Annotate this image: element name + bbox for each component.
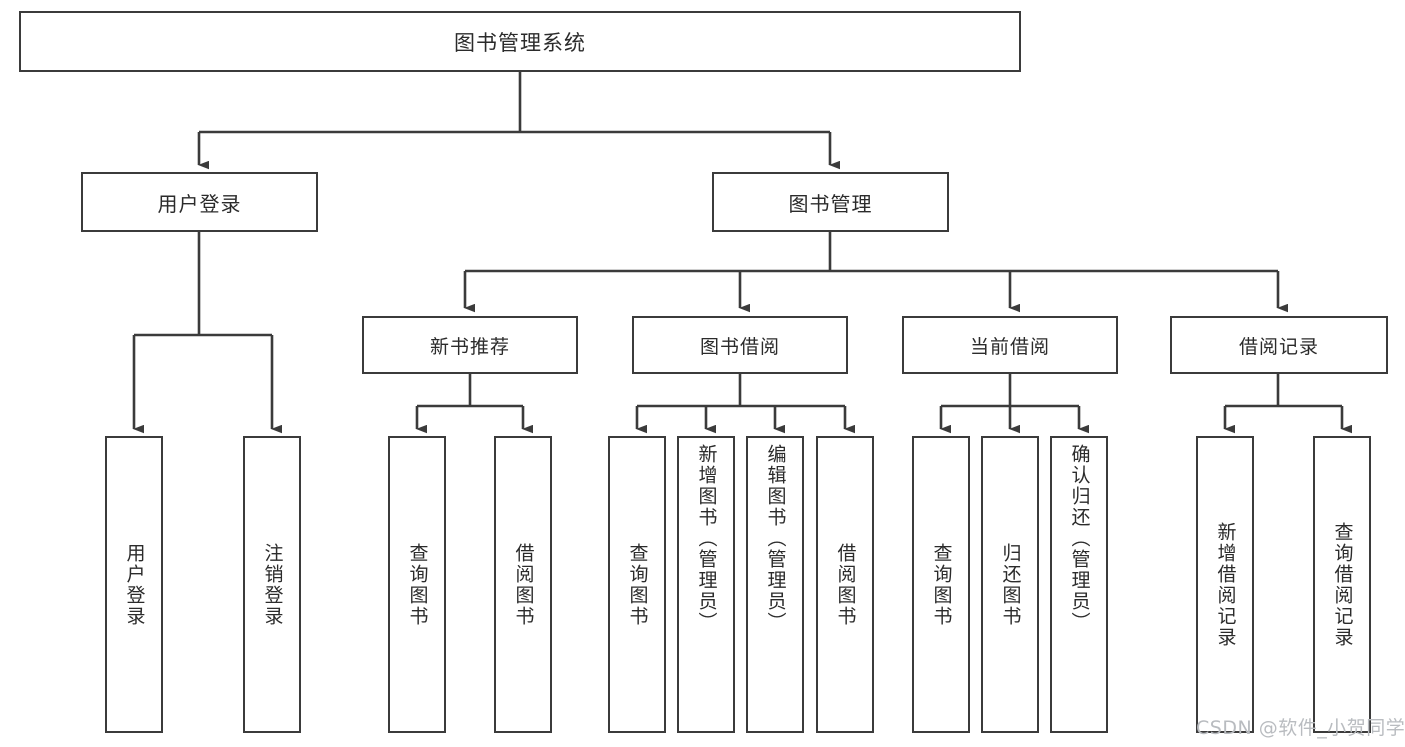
leaf-query-book-2-label: 查询图书: [626, 542, 649, 627]
leaf-return-book-label: 归还图书: [999, 542, 1022, 627]
leaf-add-book[interactable]: 新增图书（管理员）: [677, 436, 735, 733]
leaf-add-record[interactable]: 新增借阅记录: [1196, 436, 1254, 733]
leaf-edit-book[interactable]: 编辑图书（管理员）: [746, 436, 804, 733]
node-borrow-record[interactable]: 借阅记录: [1170, 316, 1388, 374]
leaf-logout-label: 注销登录: [261, 542, 284, 627]
node-current-borrow[interactable]: 当前借阅: [902, 316, 1118, 374]
node-new-book-rec-label: 新书推荐: [429, 335, 510, 358]
leaf-user-login[interactable]: 用户登录: [105, 436, 163, 733]
leaf-query-book-1[interactable]: 查询图书: [388, 436, 446, 733]
node-current-borrow-label: 当前借阅: [969, 335, 1050, 358]
node-root-system[interactable]: 图书管理系统: [19, 11, 1021, 72]
leaf-query-book-3-label: 查询图书: [930, 542, 953, 627]
leaf-confirm-return[interactable]: 确认归还（管理员）: [1050, 436, 1108, 733]
node-user-login[interactable]: 用户登录: [81, 172, 318, 232]
node-book-borrow-label: 图书借阅: [699, 335, 780, 358]
leaf-borrow-book-2-label: 借阅图书: [834, 542, 857, 627]
node-book-manage[interactable]: 图书管理: [712, 172, 949, 232]
leaf-add-record-label: 新增借阅记录: [1214, 521, 1237, 648]
leaf-query-book-1-label: 查询图书: [406, 542, 429, 627]
leaf-confirm-return-label: 确认归还（管理员）: [1068, 444, 1091, 633]
node-new-book-rec[interactable]: 新书推荐: [362, 316, 578, 374]
leaf-query-record[interactable]: 查询借阅记录: [1313, 436, 1371, 733]
leaf-borrow-book-1[interactable]: 借阅图书: [494, 436, 552, 733]
leaf-add-book-label: 新增图书（管理员）: [695, 444, 718, 633]
leaf-query-record-label: 查询借阅记录: [1331, 521, 1354, 648]
node-book-borrow[interactable]: 图书借阅: [632, 316, 848, 374]
leaf-user-login-label: 用户登录: [123, 542, 146, 627]
node-user-login-label: 用户登录: [157, 191, 242, 216]
leaf-borrow-book-1-label: 借阅图书: [512, 542, 535, 627]
leaf-borrow-book-2[interactable]: 借阅图书: [816, 436, 874, 733]
csdn-watermark: CSDN @软件_小贺同学: [1196, 717, 1405, 739]
leaf-logout[interactable]: 注销登录: [243, 436, 301, 733]
leaf-edit-book-label: 编辑图书（管理员）: [764, 444, 787, 633]
node-borrow-record-label: 借阅记录: [1238, 335, 1319, 358]
leaf-query-book-2[interactable]: 查询图书: [608, 436, 666, 733]
leaf-query-book-3[interactable]: 查询图书: [912, 436, 970, 733]
leaf-return-book[interactable]: 归还图书: [981, 436, 1039, 733]
node-root-label: 图书管理系统: [454, 30, 586, 55]
node-book-manage-label: 图书管理: [788, 191, 873, 216]
